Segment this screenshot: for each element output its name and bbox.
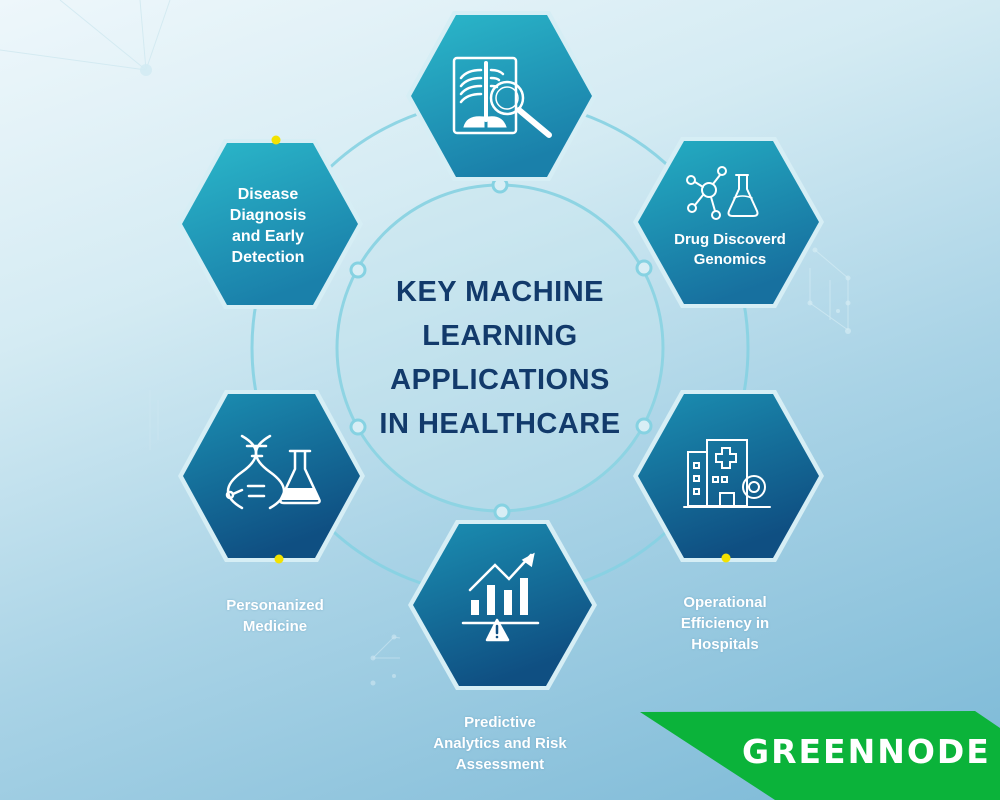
ring-node-bottom — [493, 503, 511, 521]
node-label-predictive-analytics: Predictive Analytics and Risk Assessment — [410, 712, 590, 775]
node-label-disease-diagnosis: Disease Diagnosis and Early Detection — [208, 184, 328, 268]
molecule-flask-icon — [686, 166, 759, 220]
brand-banner — [640, 711, 1000, 800]
label-line: Efficiency in — [680, 615, 770, 632]
node-label-drug-discovery: Drug Discoverd Genomics — [650, 230, 810, 270]
accent-dot — [274, 554, 284, 564]
page-title: KEY MACHINE LEARNING APPLICATIONS IN HEA… — [360, 270, 640, 446]
brand-logo: GREENNODE — [742, 732, 991, 771]
chart-warning-icon — [461, 552, 540, 642]
label-line: Diagnosis — [229, 207, 307, 224]
hexagon-upper-left — [177, 139, 363, 309]
label-line: Analytics and Risk — [433, 735, 567, 752]
label-line: Operational — [683, 594, 767, 611]
label-line: Detection — [231, 249, 305, 266]
hexagon-top — [406, 11, 597, 181]
node-label-personalized-medicine: Personanized Medicine — [205, 595, 345, 637]
label-line: Personanized — [226, 597, 324, 614]
label-line: Assessment — [455, 756, 545, 773]
hexagon-lower-left — [178, 390, 365, 562]
label-line: Genomics — [693, 251, 767, 268]
dna-flask-icon — [225, 434, 321, 510]
ring-node-lower-left — [349, 418, 367, 436]
title-line: APPLICATIONS — [390, 364, 610, 396]
node-label-operational-efficiency: Operational Efficiency in Hospitals — [655, 592, 795, 655]
title-line: LEARNING — [422, 320, 578, 352]
accent-dot — [271, 135, 281, 145]
hexagon-upper-right — [633, 137, 824, 308]
title-line: IN HEALTHCARE — [379, 408, 621, 440]
hexagon-lower-right — [633, 390, 824, 562]
label-line: Predictive — [464, 714, 536, 731]
label-line: Disease — [237, 186, 299, 203]
title-line: KEY MACHINE — [396, 276, 604, 308]
label-line: Hospitals — [691, 636, 759, 653]
ring-node-upper-right — [635, 259, 653, 277]
xray-magnifier-icon — [452, 56, 552, 138]
hexagon-bottom — [408, 520, 597, 690]
accent-dot — [721, 553, 731, 563]
ring-node-upper-left — [349, 261, 367, 279]
label-line: and Early — [231, 228, 305, 245]
hospital-gear-icon — [683, 439, 771, 508]
label-line: Drug Discoverd — [674, 231, 786, 248]
ring-node-lower-right — [635, 417, 653, 435]
label-line: Medicine — [242, 618, 308, 635]
